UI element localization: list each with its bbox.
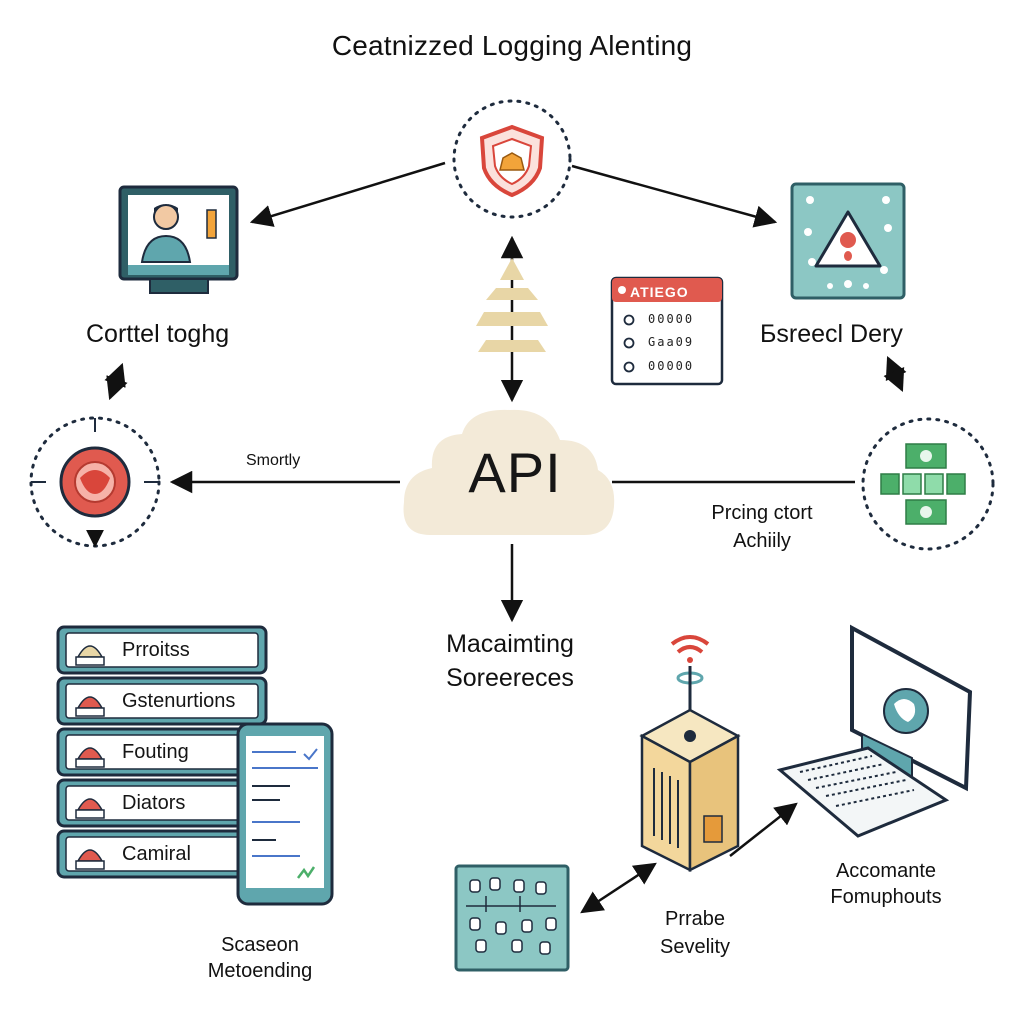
calendar-row: Gaa09: [648, 335, 695, 349]
list-item-label: Fouting: [122, 741, 189, 763]
alert-panel-icon: [790, 182, 906, 300]
building-icon: [75, 798, 105, 819]
left-edge-label: Smortly: [246, 452, 301, 469]
bottom-right-label-line2: Fomuphouts: [830, 886, 942, 908]
list-item: [56, 625, 268, 675]
top-right-label: Бsreecl Dery: [760, 320, 903, 348]
building-icon: [75, 696, 105, 717]
left-target-node: [29, 416, 161, 548]
list-item-label: Diators: [122, 792, 186, 814]
bottom-mid-label-line1: Prrabe: [664, 908, 726, 930]
user-avatar-icon: [153, 204, 179, 230]
calendar-header: ATIEGO: [630, 284, 689, 300]
bottom-right-label-line1: Accomante: [835, 860, 937, 882]
stack-icon: [476, 258, 548, 352]
arrow-shield-to-alert: [571, 164, 778, 228]
list-item-label: Prroitss: [122, 639, 190, 661]
building-icon: [75, 849, 105, 870]
arrow-keypad-to-server: [580, 862, 657, 914]
list-item: [56, 778, 268, 828]
bottom-left-label-line2: Metoending: [207, 960, 313, 982]
tablet-icon: [236, 722, 334, 906]
bottom-left-label-line1: Scaseon: [221, 934, 299, 956]
arrow-top-left-vertical: [104, 362, 128, 401]
keypad-panel-icon: [454, 864, 570, 972]
arrow-shield-to-monitor: [249, 161, 446, 227]
calendar-row: 00000: [648, 359, 695, 373]
top-left-label: Corttel toghg: [86, 320, 230, 348]
list-item: [56, 676, 268, 726]
user-monitor-icon: [118, 185, 239, 294]
bottom-center-label-line1: Macaimting: [446, 630, 574, 658]
arrow-server-to-laptop: [729, 802, 798, 857]
bottom-mid-label-line2: Sevelity: [659, 936, 731, 958]
building-icon: [75, 645, 105, 666]
list-item-label: Gstenurtions: [122, 690, 236, 712]
log-calendar-icon: [610, 276, 724, 386]
diagram-title: Ceatnizzed Logging Alenting: [331, 30, 693, 61]
arrow-top-right-vertical: [883, 355, 907, 393]
api-cloud: [403, 409, 615, 535]
server-icon: [639, 635, 741, 873]
building-icon: [75, 747, 105, 768]
api-label: API: [468, 441, 562, 504]
right-grid-node: [861, 417, 995, 551]
right-edge-label-line2: Achiily: [733, 530, 791, 552]
list-item: [56, 829, 268, 879]
bottom-center-label-line2: Soreereces: [446, 664, 574, 692]
list-item-label: Camiral: [122, 843, 191, 865]
right-edge-label-line1: Prcing ctort: [711, 502, 813, 524]
calendar-row: 00000: [648, 312, 695, 326]
feature-list: [56, 625, 268, 879]
laptop-icon: [776, 624, 973, 838]
shield-node: [452, 99, 572, 219]
